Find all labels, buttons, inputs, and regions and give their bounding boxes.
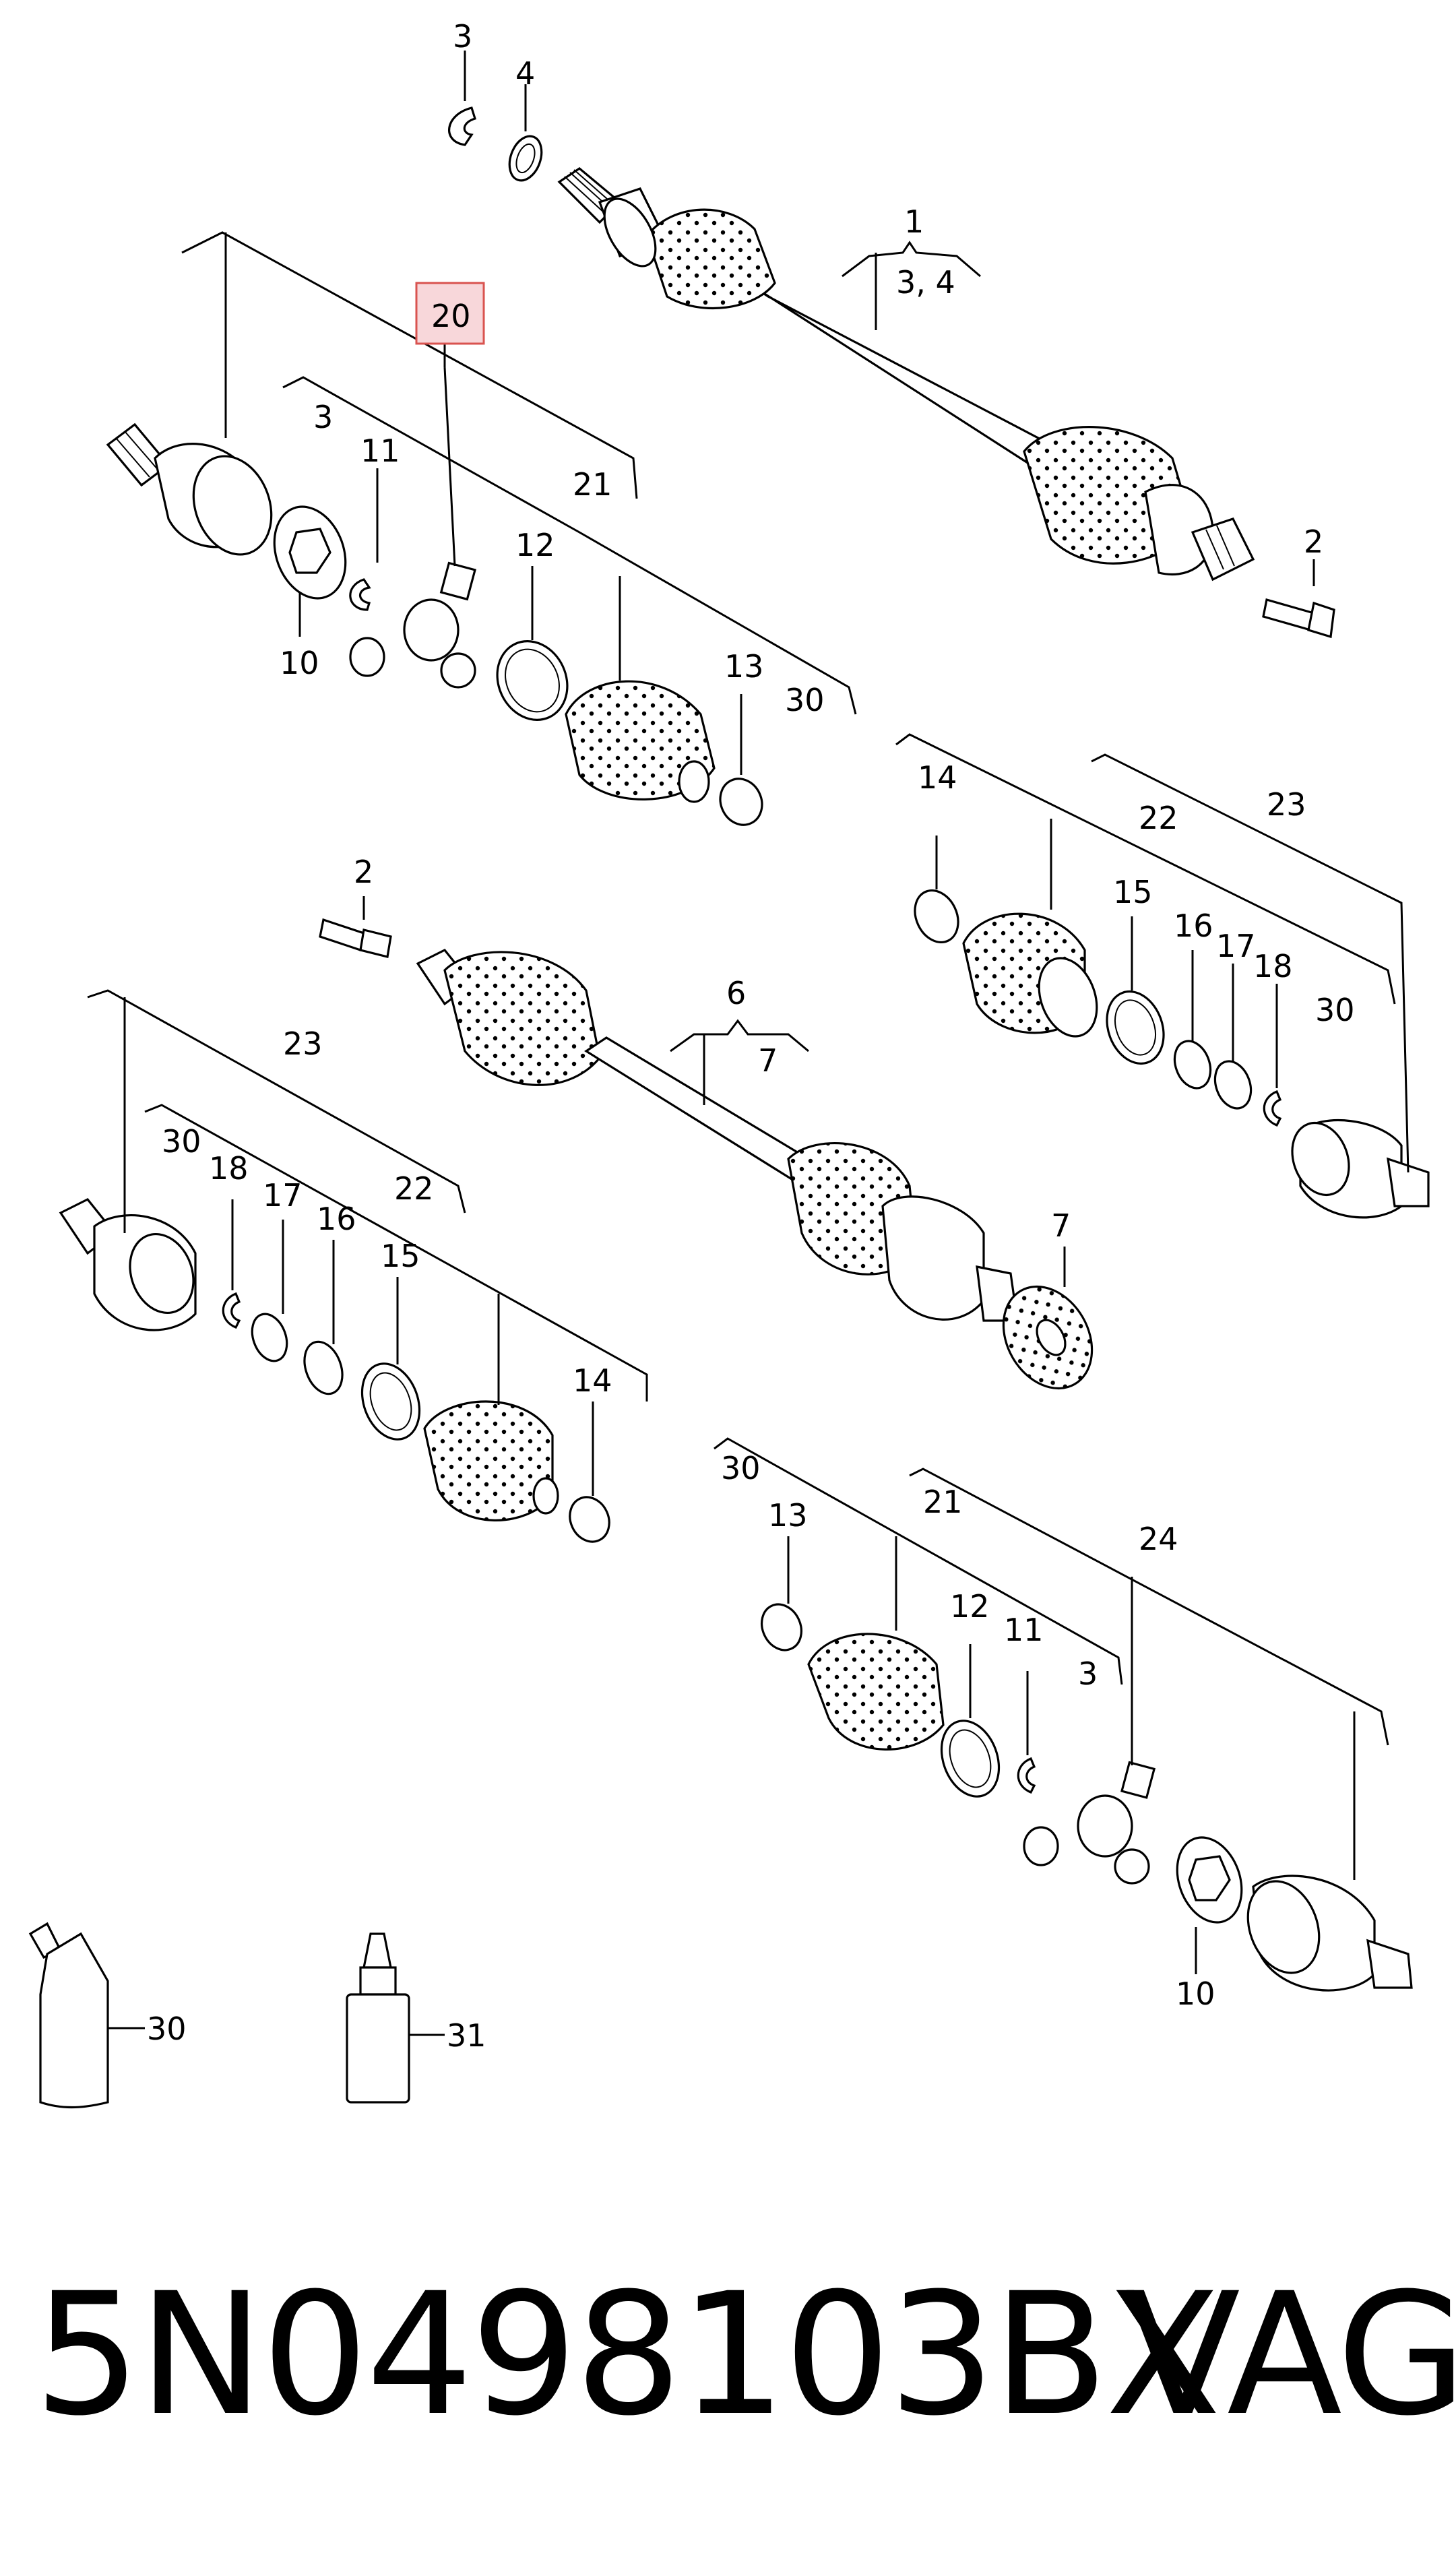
callout-label: 24 [1139, 1521, 1178, 1557]
exploded-parts-diagram: 3 4 1 3, 4 2 20 3 21 11 12 10 13 30 14 2… [28, 18, 1430, 2109]
callout-label: 17 [263, 1177, 303, 1214]
callout-label: 17 [1216, 928, 1256, 964]
drive-shaft-assembly-middle [319, 918, 1094, 1390]
callout-label: 3 [313, 399, 333, 435]
callout-label: 22 [394, 1170, 434, 1207]
callout-label: 30 [1315, 992, 1355, 1028]
joint-kit-lower-right [761, 1603, 1413, 1992]
joint-kit-upper-left [106, 422, 763, 826]
callout-label: 11 [1004, 1612, 1044, 1648]
callout-label: 18 [1253, 948, 1293, 984]
callout-label: 15 [1113, 874, 1153, 910]
washer-top [508, 135, 543, 182]
joint-kit-right-middle [914, 889, 1430, 1219]
joint-kit-left-middle [59, 1197, 610, 1543]
callout-labels: 3 4 1 3, 4 2 20 3 21 11 12 10 13 30 14 2… [147, 18, 1355, 2054]
callout-label: 6 [726, 975, 746, 1011]
part-number-caption: 5N0498103BX [34, 2257, 1221, 2453]
callout-label: 20 [431, 298, 471, 334]
callout-label: 14 [918, 759, 957, 796]
callout-label: 11 [360, 433, 400, 469]
bolt-top [1262, 598, 1335, 639]
callout-label: 10 [1176, 1976, 1215, 2012]
dotted-boot-top-left [645, 208, 776, 309]
callout-label: 30 [721, 1450, 761, 1486]
callout-label: 16 [317, 1201, 356, 1237]
callout-label: 18 [209, 1150, 249, 1187]
spline-stub-top-right [1191, 517, 1255, 581]
brand-caption: VAG [1125, 2257, 1456, 2453]
callout-label: 30 [785, 682, 825, 718]
callout-label: 22 [1139, 800, 1178, 836]
callout-label: 14 [573, 1362, 612, 1399]
callout-label: 4 [515, 55, 535, 92]
drive-shaft-assembly-top [557, 167, 1255, 581]
callout-label: 16 [1174, 908, 1213, 944]
callout-label: 23 [283, 1026, 323, 1062]
callout-label: 30 [162, 1123, 201, 1160]
callout-label: 23 [1267, 786, 1306, 823]
circlip-top [448, 106, 477, 146]
callout-label: 3, 4 [896, 264, 955, 301]
callout-label: 3 [1078, 1656, 1098, 1692]
callout-label: 12 [515, 527, 555, 563]
leader-lines [87, 51, 1410, 1974]
callout-label: 7 [758, 1042, 778, 1079]
callout-label: 13 [724, 648, 764, 685]
callout-label: 7 [1051, 1207, 1071, 1244]
callout-label: 30 [147, 2011, 187, 2047]
callout-label: 12 [950, 1588, 990, 1625]
callout-label: 10 [280, 645, 319, 681]
callout-label: 21 [923, 1484, 963, 1520]
callout-label: 13 [768, 1497, 808, 1534]
callout-label: 2 [354, 854, 373, 890]
callout-label: 1 [904, 203, 924, 240]
callout-label: 2 [1304, 524, 1323, 560]
callout-label: 31 [447, 2017, 486, 2054]
callout-label: 3 [453, 18, 472, 55]
grease-tube [28, 1922, 145, 2109]
grease-bottle [346, 1932, 445, 2104]
callout-label: 15 [381, 1238, 420, 1274]
callout-label: 21 [573, 466, 612, 503]
highlight-box [415, 282, 485, 345]
